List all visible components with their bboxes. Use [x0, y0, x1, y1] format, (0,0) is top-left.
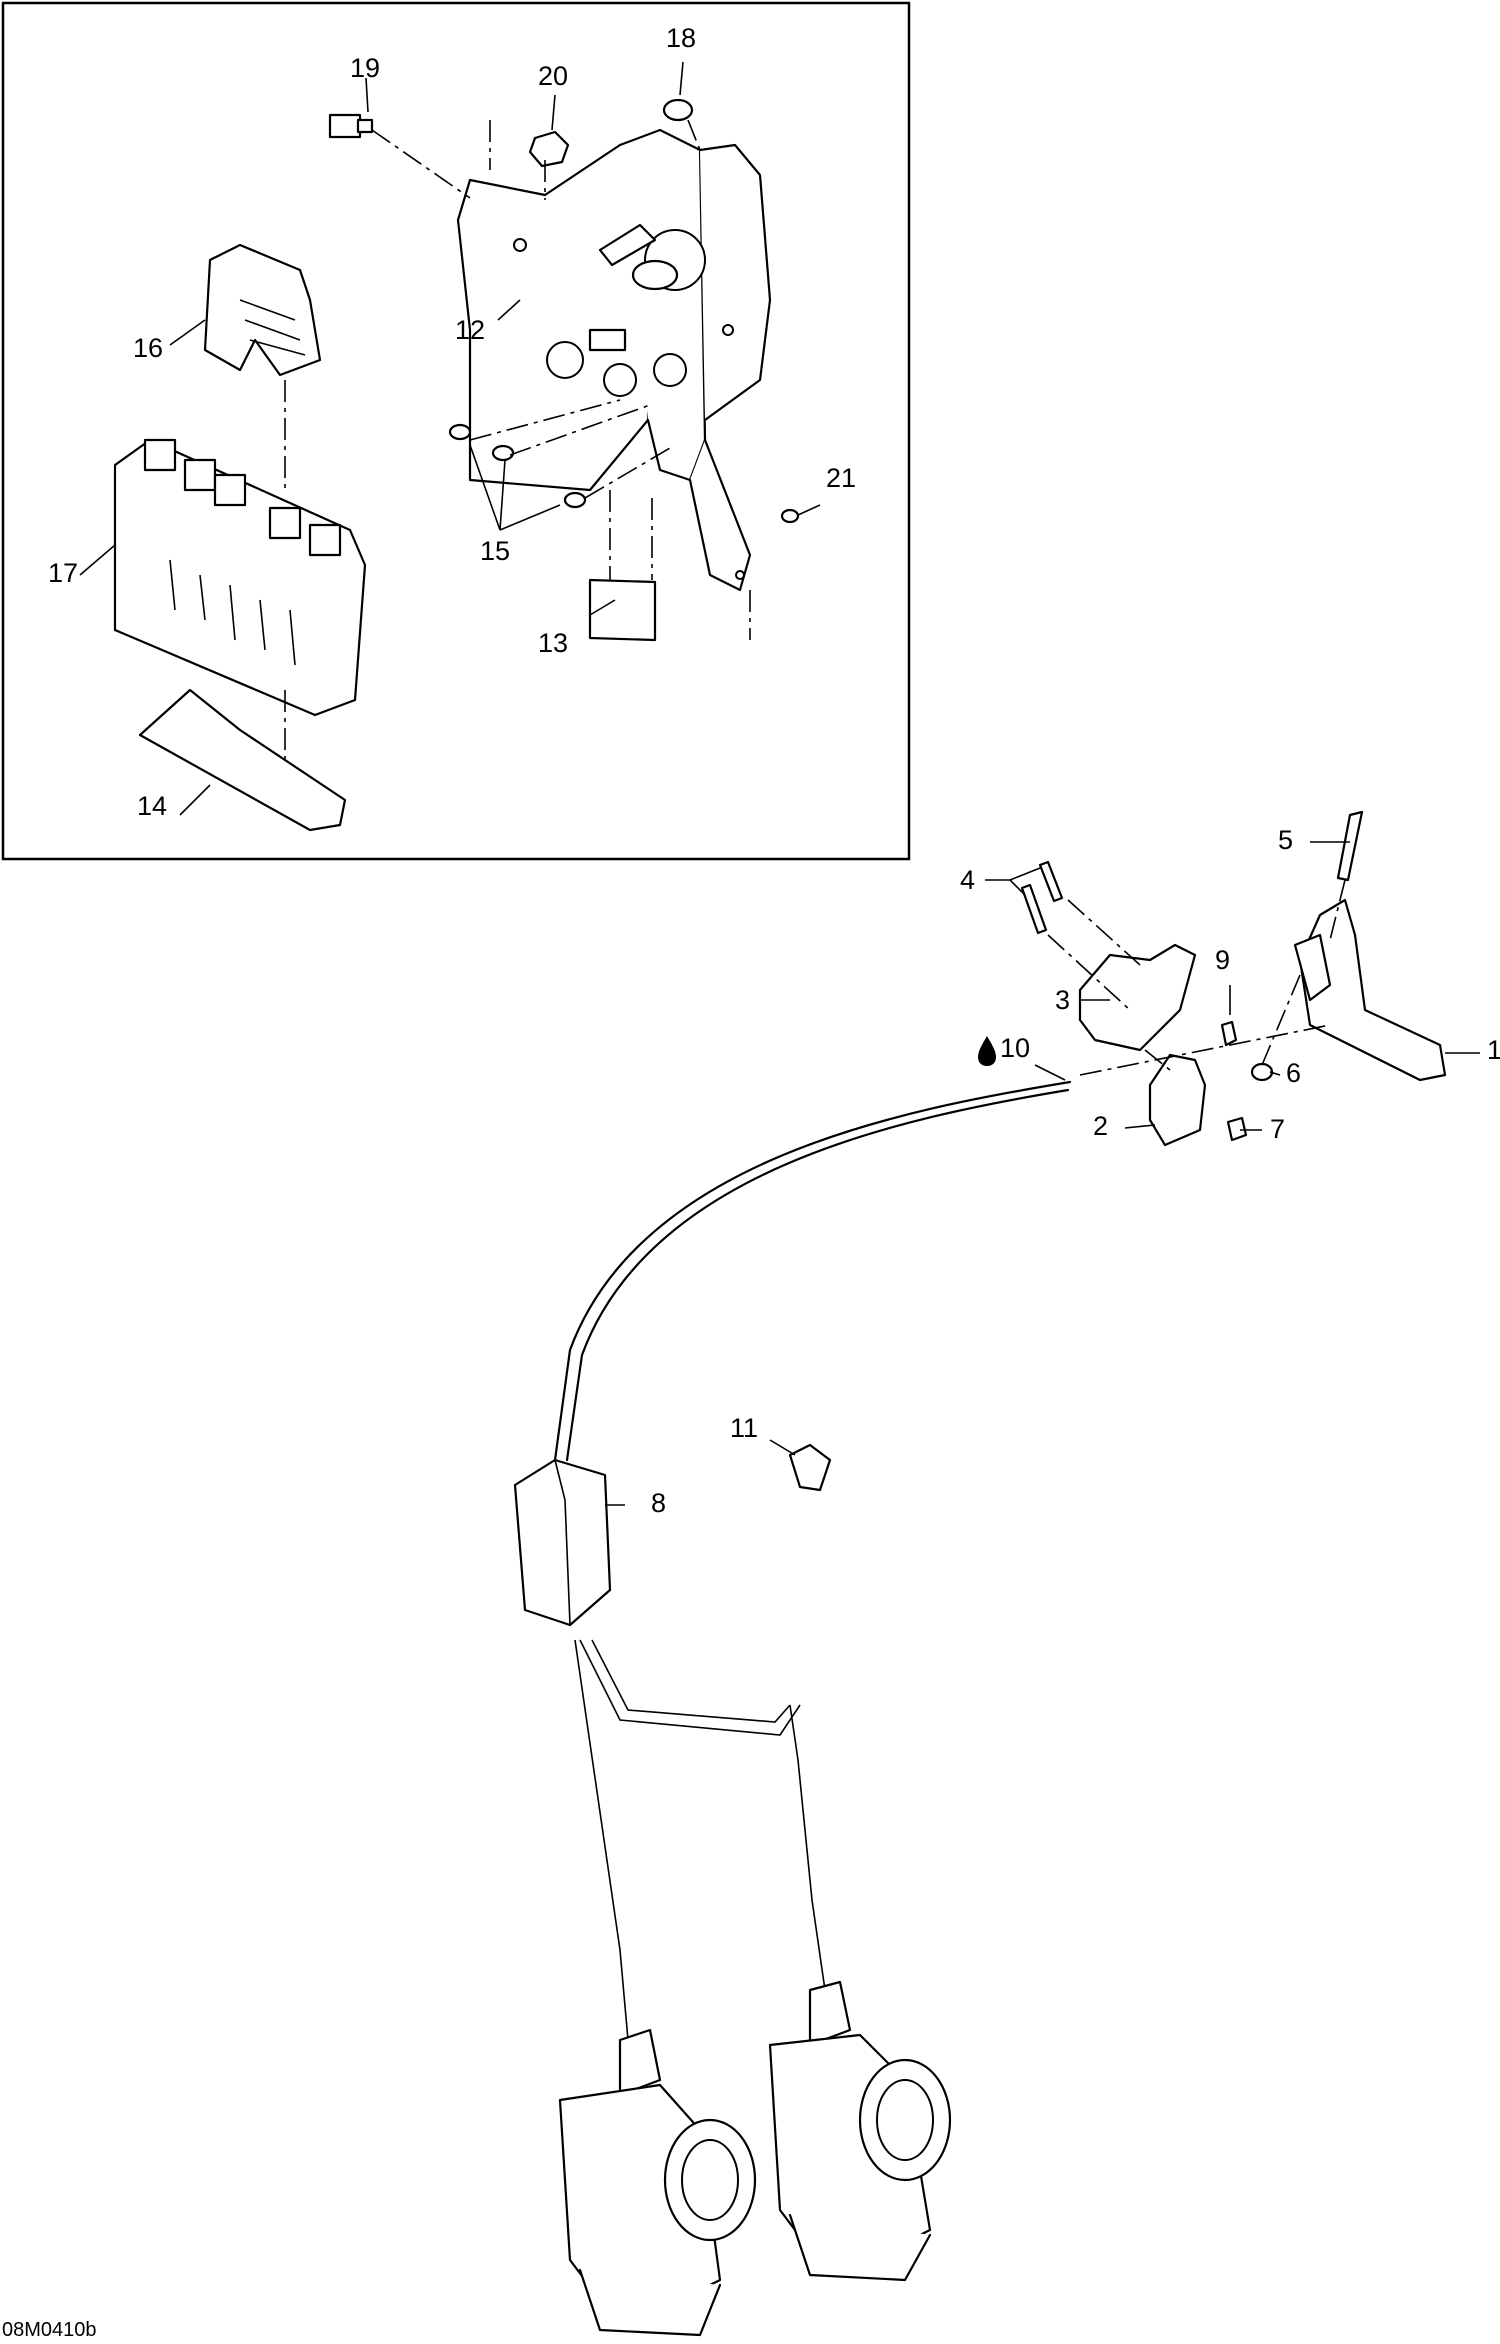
- rivet-21: [780, 508, 800, 524]
- housing-upper: [1078, 943, 1197, 1052]
- fuse-block: [113, 438, 367, 717]
- callout-12: 12: [455, 315, 485, 345]
- callout-20: 20: [538, 61, 568, 91]
- shield-plate: [138, 688, 347, 832]
- rubber-pad: [588, 578, 657, 642]
- callout-4: 4: [960, 865, 975, 895]
- callout-3: 3: [1055, 985, 1070, 1015]
- bracket-plate: [456, 128, 772, 592]
- callout-2: 2: [1093, 1111, 1108, 1141]
- callout-13: 13: [538, 628, 568, 658]
- callout-1: 1: [1487, 1035, 1500, 1065]
- cable-clip: [203, 243, 322, 377]
- oil-drop-icon: [978, 1036, 996, 1066]
- carburetor-right: [768, 1980, 952, 2282]
- callout-8: 8: [651, 1488, 666, 1518]
- callout-7: 7: [1270, 1114, 1285, 1144]
- clip-7: [1226, 1116, 1248, 1142]
- washers-15: [448, 423, 587, 509]
- carburetor-left: [558, 2028, 757, 2337]
- clip-9: [1220, 1020, 1238, 1047]
- callout-10: 10: [1000, 1033, 1030, 1063]
- nut-20: [528, 130, 570, 168]
- callout-6: 6: [1286, 1058, 1301, 1088]
- throttle-lever: [1293, 898, 1447, 1082]
- pin-5: [1336, 810, 1364, 882]
- cable-junction-block: [513, 1458, 612, 1627]
- callout-11: 11: [730, 1413, 758, 1443]
- inset-frame: [1, 1, 911, 861]
- callout-18: 18: [666, 23, 696, 53]
- drawing-code: 08M0410b: [2, 2319, 97, 2341]
- callout-19: 19: [350, 53, 380, 83]
- plug-18: [662, 98, 694, 122]
- ring-11: [788, 1443, 832, 1492]
- callout-14: 14: [137, 791, 167, 821]
- callout-5: 5: [1278, 825, 1293, 855]
- washer-6: [1250, 1062, 1274, 1082]
- bolt-19: [328, 113, 374, 139]
- callout-21: 21: [826, 463, 856, 493]
- callout-15: 15: [480, 536, 510, 566]
- screws-4: [1020, 860, 1064, 935]
- housing-lower: [1148, 1053, 1207, 1147]
- throttle-cable: [553, 1080, 1072, 2041]
- callout-16: 16: [133, 333, 163, 363]
- callout-9: 9: [1215, 945, 1230, 975]
- callout-17: 17: [48, 558, 78, 588]
